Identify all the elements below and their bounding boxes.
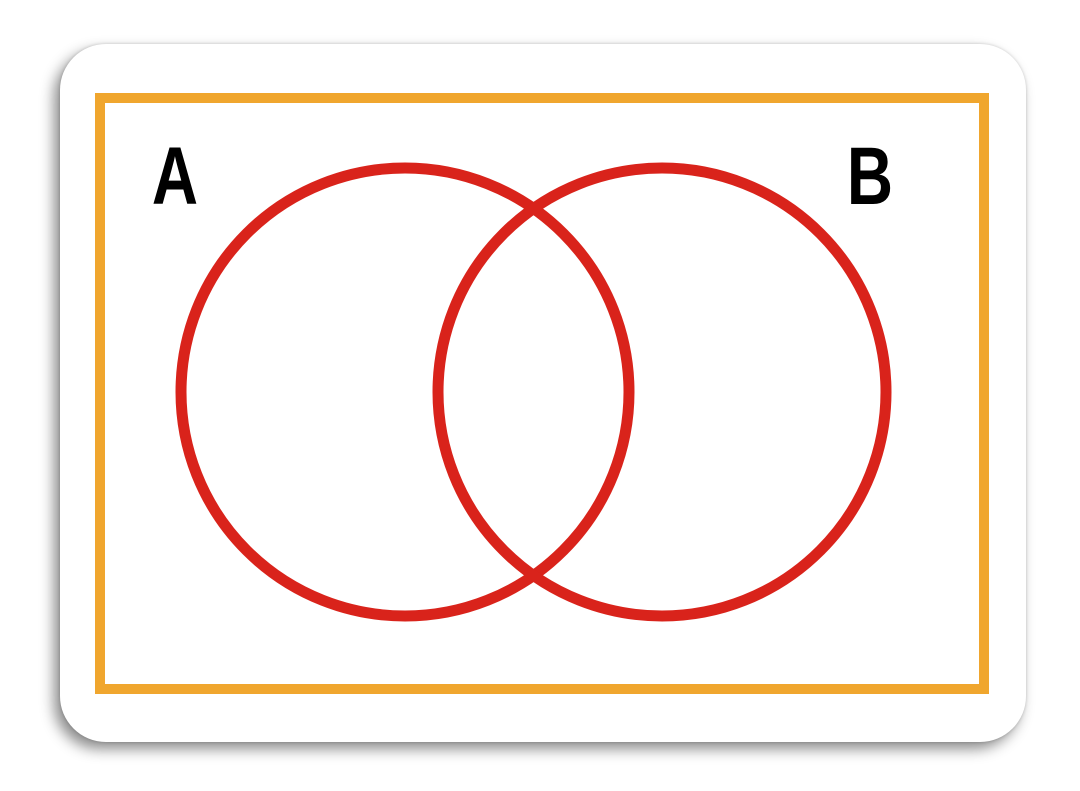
- set-b-circle: [432, 162, 892, 622]
- card: [60, 44, 1026, 742]
- set-a-label: A: [152, 129, 198, 222]
- universe-rectangle: [95, 93, 989, 694]
- set-b-label: B: [847, 129, 893, 222]
- set-a-circle: [175, 162, 635, 622]
